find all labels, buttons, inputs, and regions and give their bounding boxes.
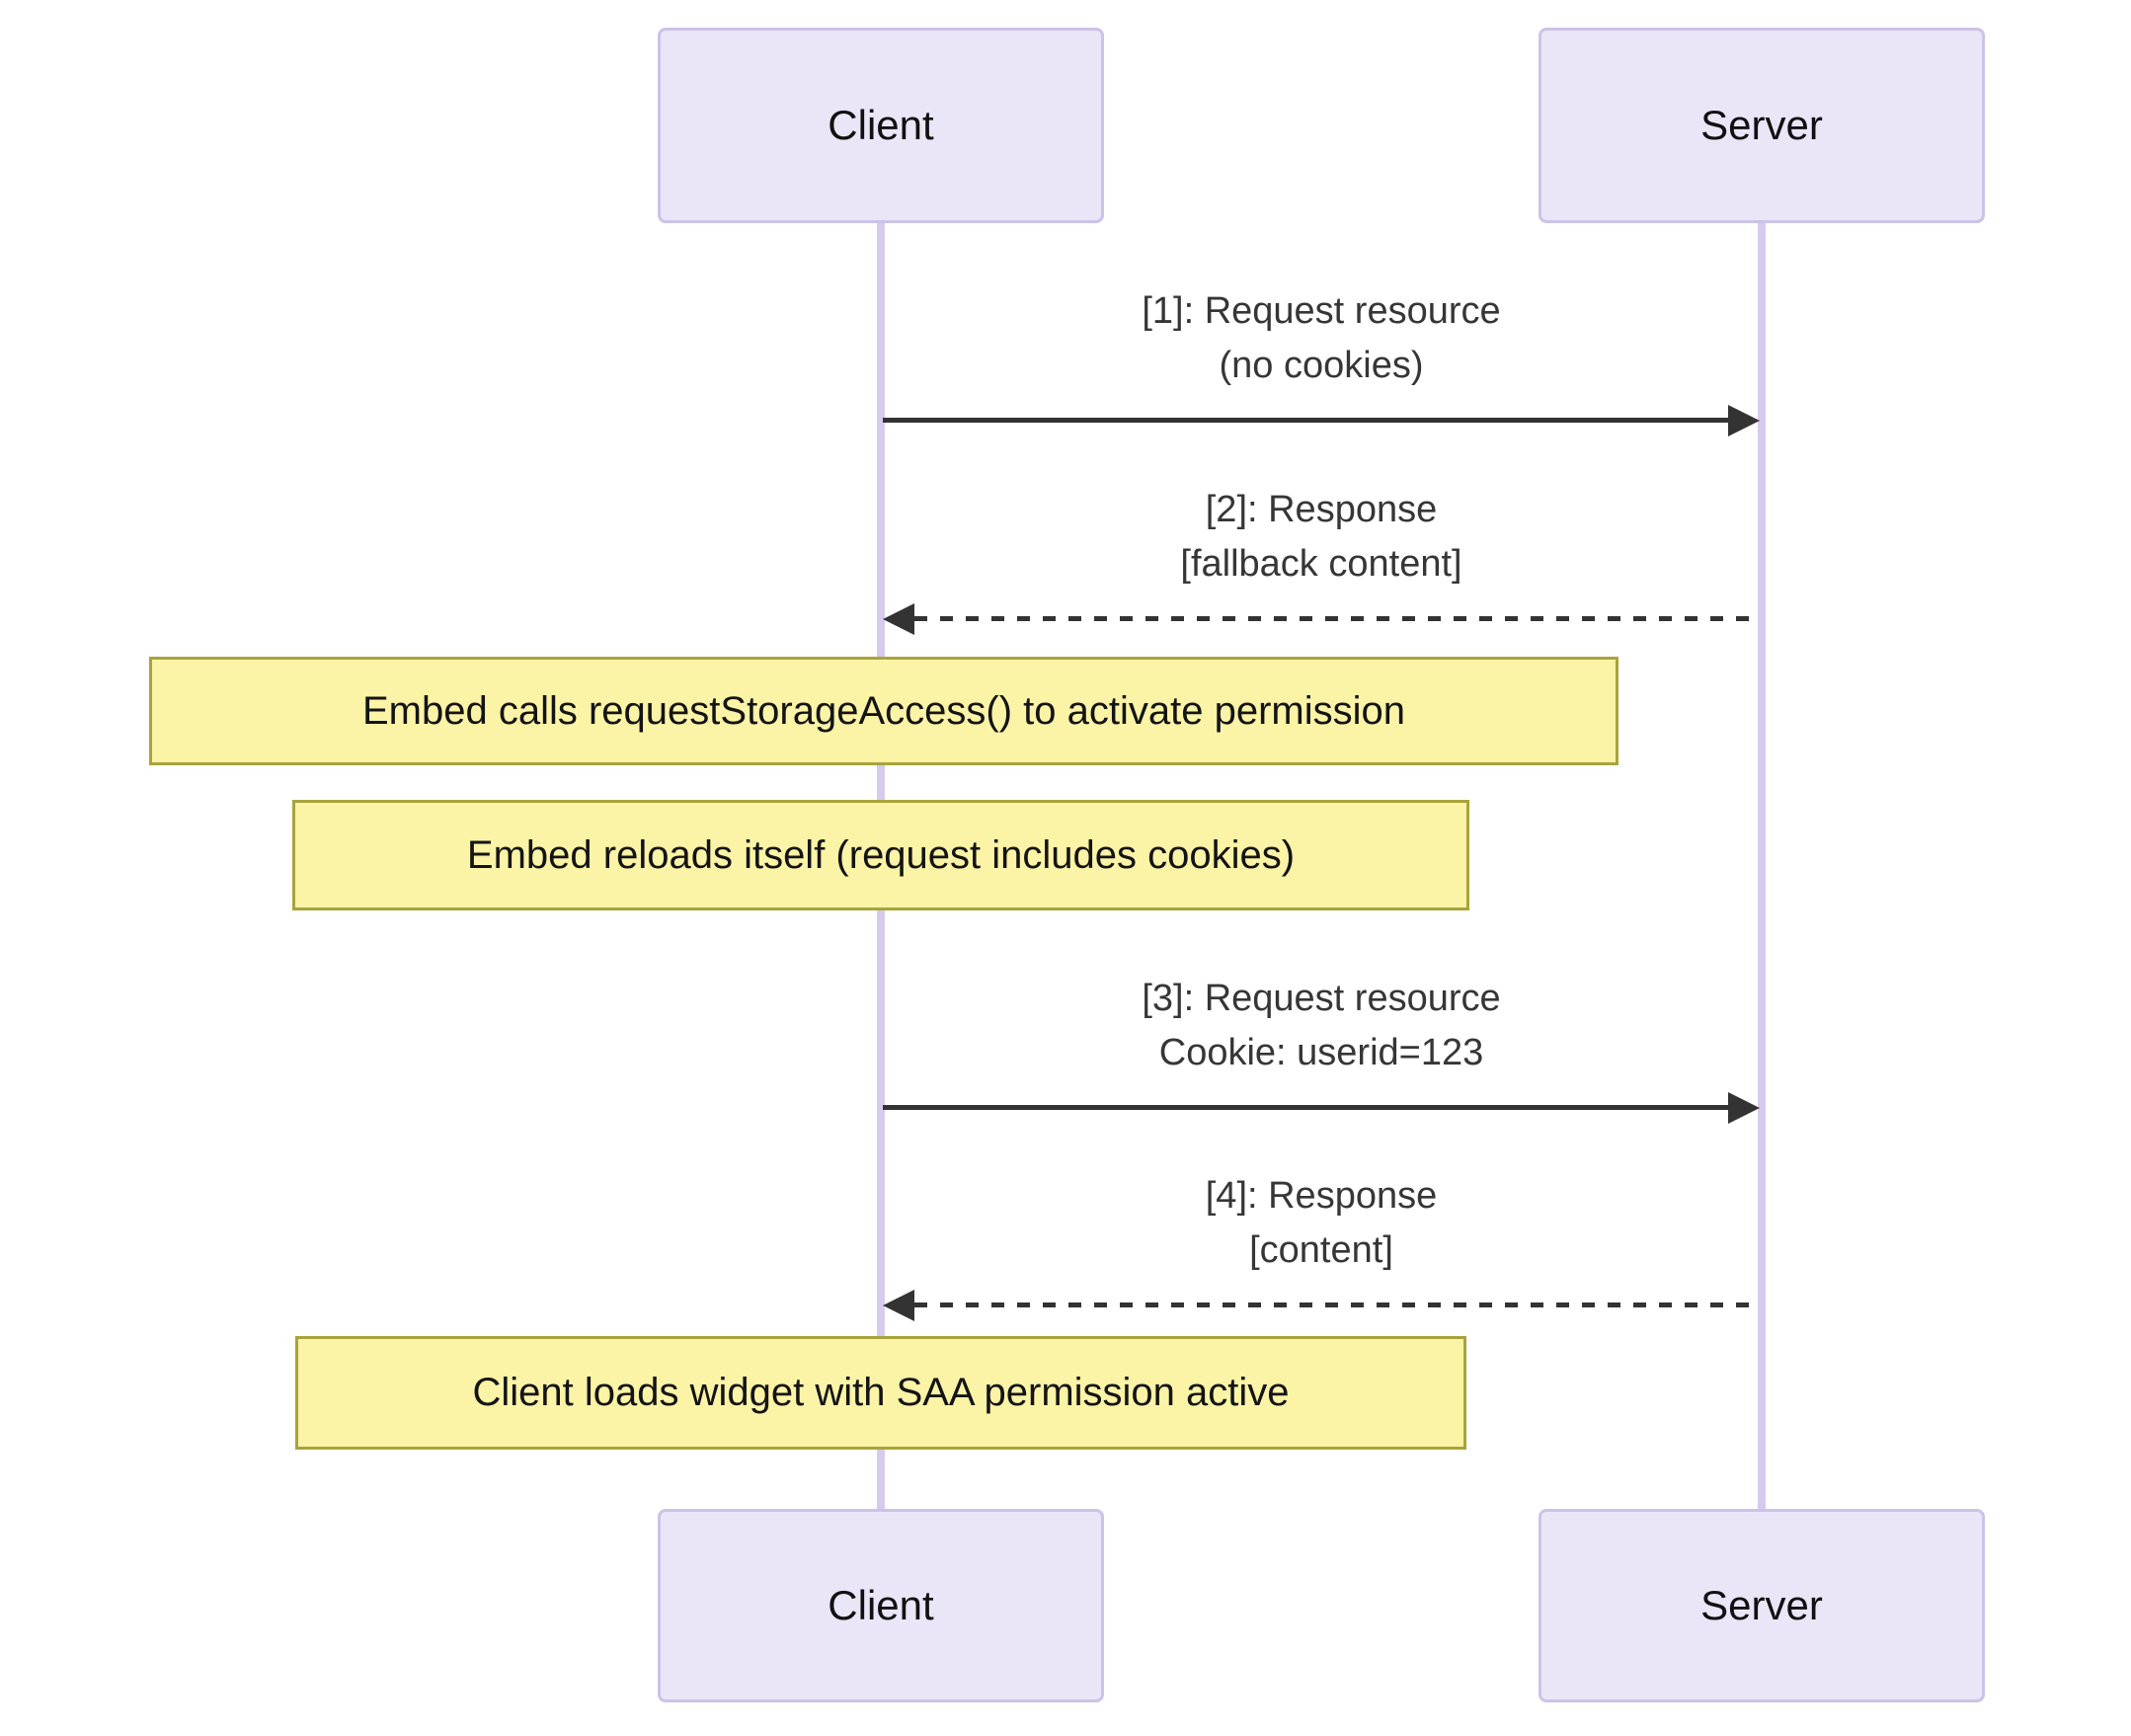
message-4-text-line-1: [4]: Response bbox=[1205, 1175, 1438, 1217]
note-2: Embed reloads itself (request includes c… bbox=[292, 800, 1469, 910]
actor-label-client-bottom: Client bbox=[828, 1582, 934, 1628]
note-3: Client loads widget with SAA permission … bbox=[295, 1336, 1466, 1450]
message-1-text: [1]: Request resource (no cookies) bbox=[880, 284, 1763, 393]
lifeline-server bbox=[1758, 223, 1766, 1509]
actor-box-server-bottom: Server bbox=[1539, 1509, 1985, 1702]
message-3-text: [3]: Request resource Cookie: userid=123 bbox=[880, 972, 1763, 1080]
note-1-text: Embed calls requestStorageAccess() to ac… bbox=[361, 688, 1405, 733]
message-1-text-line-1: [1]: Request resource bbox=[1142, 290, 1501, 332]
message-4-text: [4]: Response [content] bbox=[880, 1169, 1763, 1278]
message-4-arrowhead-left-icon bbox=[883, 1290, 914, 1321]
message-2-text: [2]: Response [fallback content] bbox=[880, 483, 1763, 592]
actor-label-client-top: Client bbox=[828, 102, 934, 148]
message-1-text-line-2: (no cookies) bbox=[1219, 345, 1424, 386]
actor-box-client-bottom: Client bbox=[658, 1509, 1104, 1702]
actor-box-server-top: Server bbox=[1539, 28, 1985, 223]
message-2-arrowhead-left-icon bbox=[883, 603, 914, 635]
message-4-arrow-line bbox=[914, 1302, 1760, 1307]
message-1-arrow-line bbox=[883, 418, 1730, 423]
message-3-arrowhead-right-icon bbox=[1728, 1092, 1760, 1124]
message-3-text-line-2: Cookie: userid=123 bbox=[1158, 1032, 1484, 1073]
message-2-arrow-line bbox=[914, 616, 1760, 621]
message-4-text-line-2: [content] bbox=[1249, 1229, 1393, 1271]
message-2-text-line-1: [2]: Response bbox=[1205, 489, 1438, 530]
note-3-text: Client loads widget with SAA permission … bbox=[472, 1371, 1290, 1414]
message-3-text-line-1: [3]: Request resource bbox=[1142, 978, 1501, 1019]
actor-label-server-top: Server bbox=[1700, 102, 1823, 148]
actor-box-client-top: Client bbox=[658, 28, 1104, 223]
message-2-text-line-2: [fallback content] bbox=[1180, 543, 1462, 585]
message-3-arrow-line bbox=[883, 1105, 1730, 1110]
actor-label-server-bottom: Server bbox=[1700, 1582, 1823, 1628]
note-1: Embed calls requestStorageAccess() to ac… bbox=[149, 657, 1618, 765]
message-1-arrowhead-right-icon bbox=[1728, 405, 1760, 436]
note-2-text: Embed reloads itself (request includes c… bbox=[466, 832, 1296, 877]
